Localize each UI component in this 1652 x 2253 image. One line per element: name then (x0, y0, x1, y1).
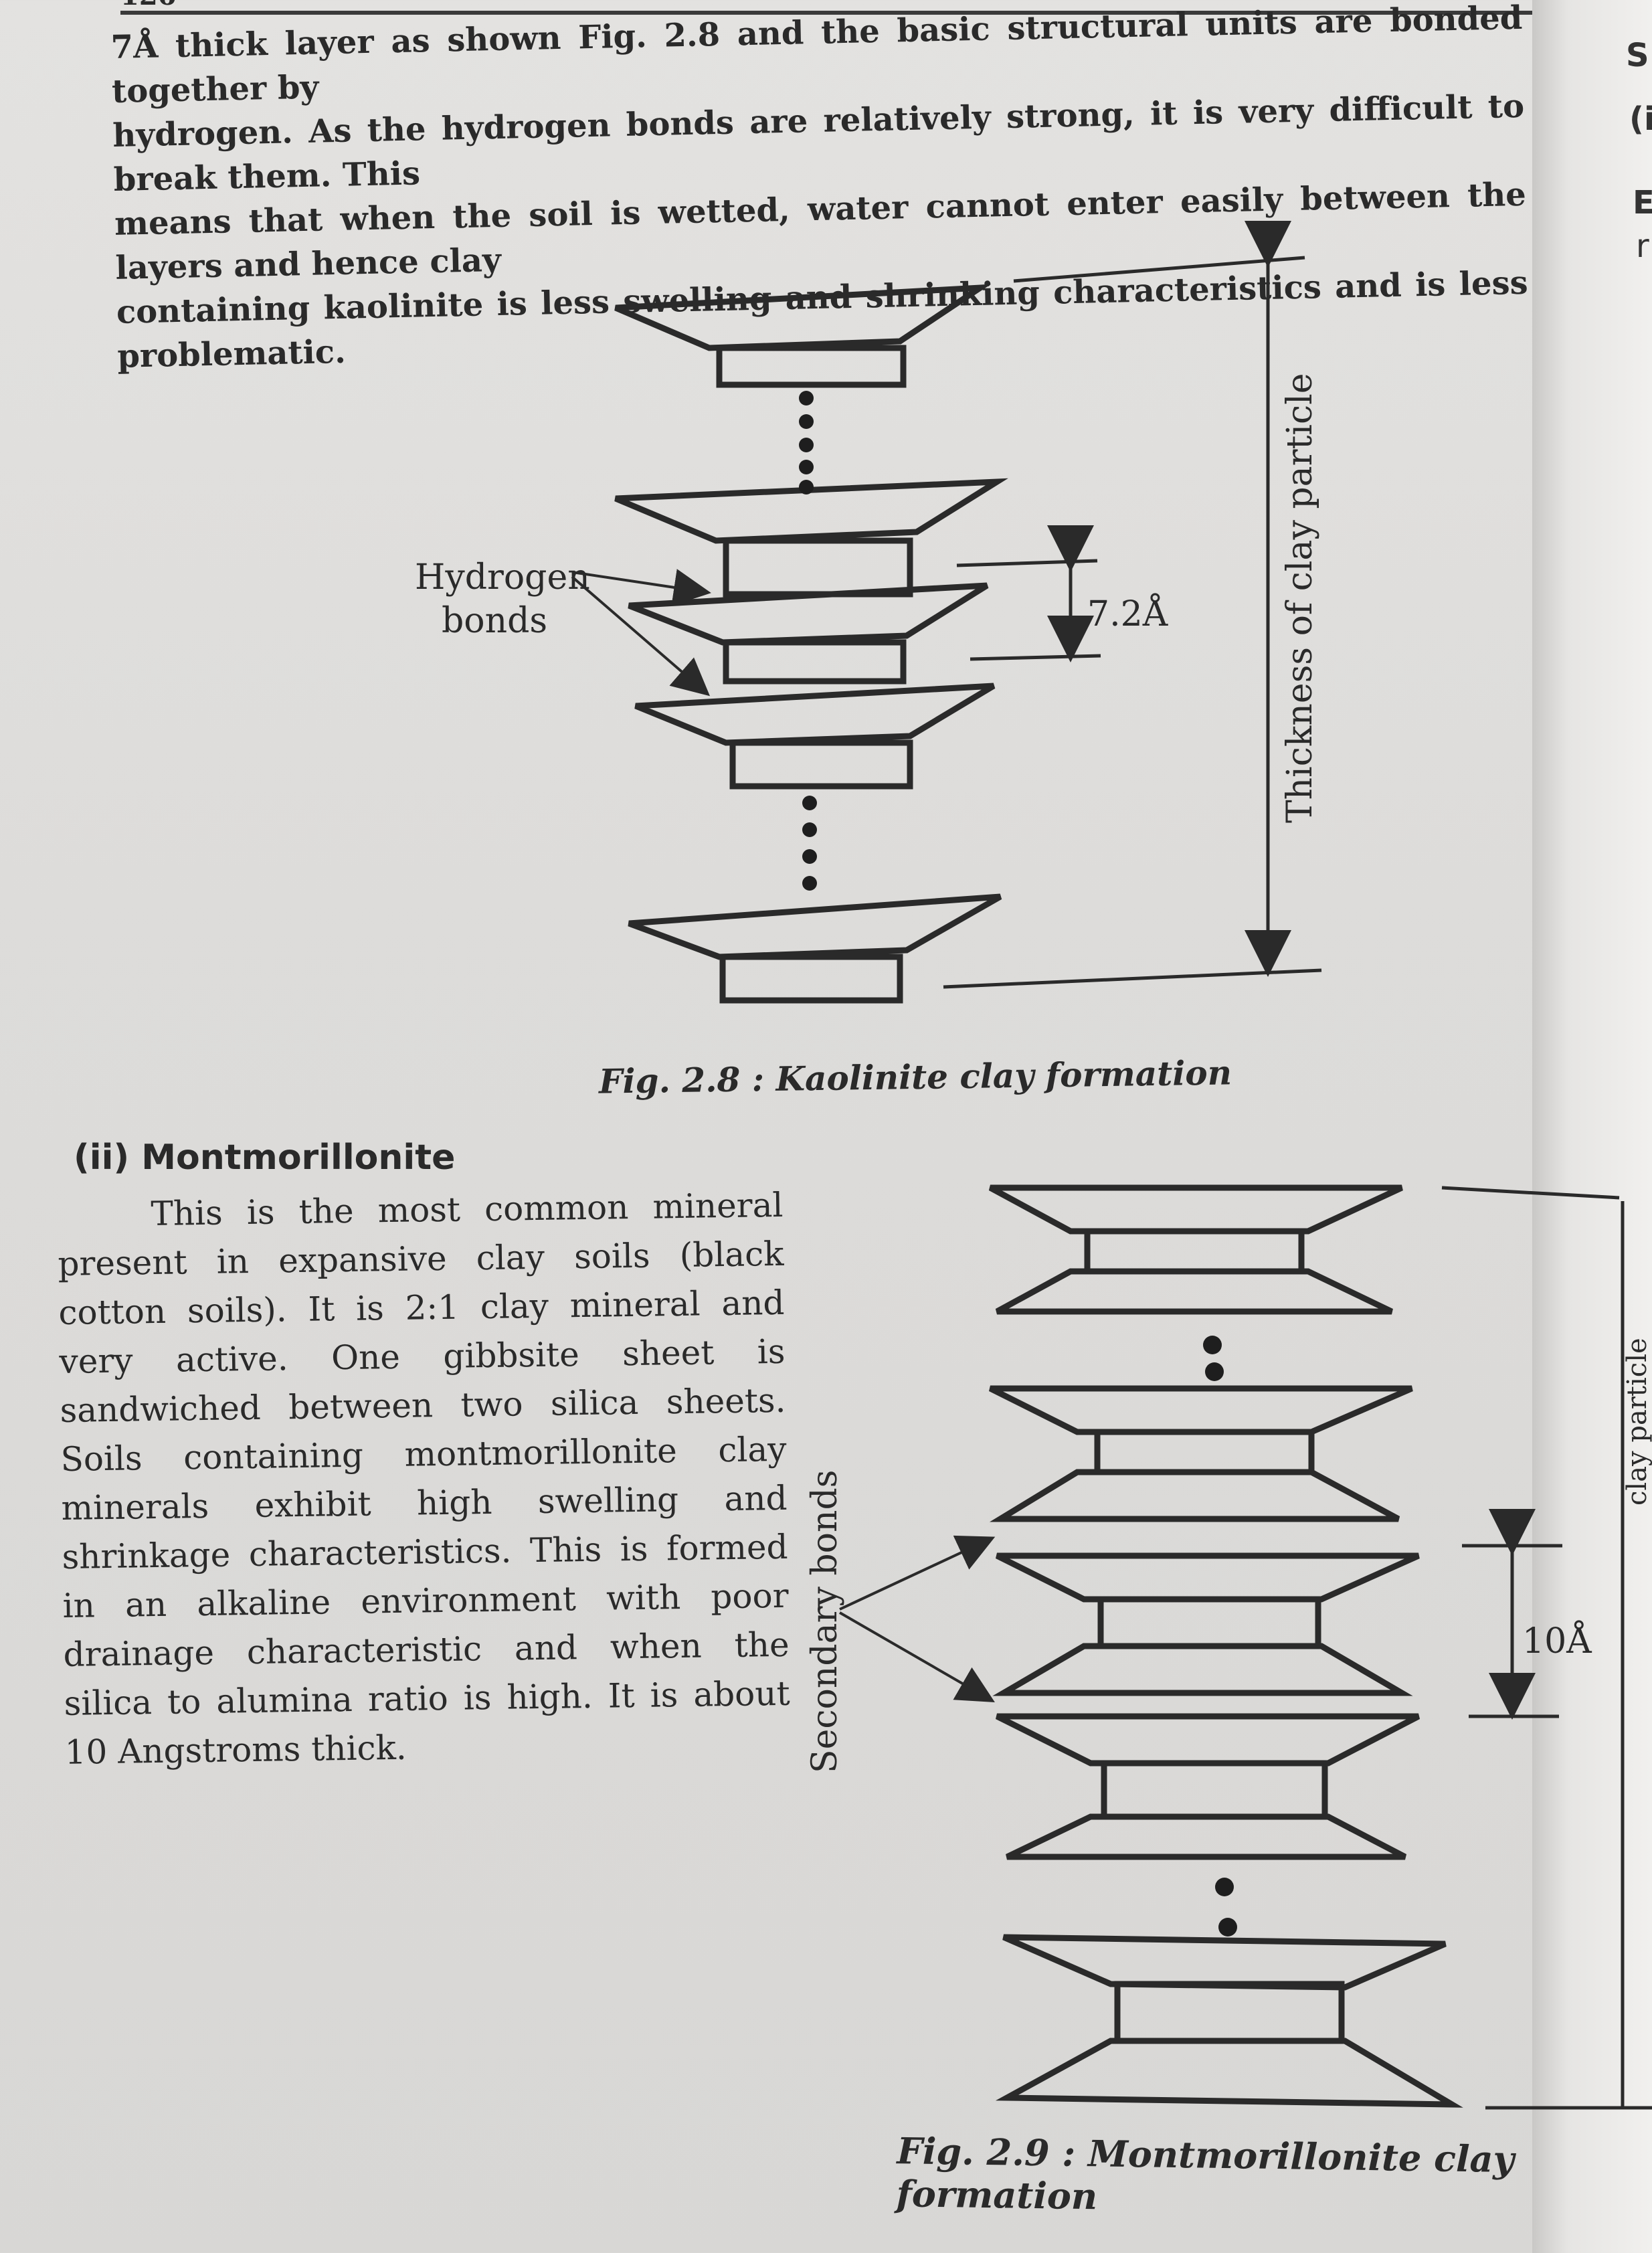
hydrogen-bonds-label-line2: bonds (442, 601, 547, 641)
montmorillonite-unit (995, 1713, 1420, 1860)
montmorillonite-unit (988, 1385, 1413, 1522)
section-body: This is the most common mineral present … (57, 1181, 791, 1777)
montmorillonite-spacing-label: 10Å (1522, 1620, 1592, 1661)
kaolinite-spacing-dimension (956, 525, 1101, 662)
montmorillonite-thickness-dimension (1441, 1186, 1652, 2110)
right-margin-fragment: E (1633, 184, 1652, 221)
secondary-bond-arrows (838, 1535, 996, 1703)
kaolinite-thickness-dimension (943, 221, 1322, 989)
montmorillonite-unit (988, 1184, 1403, 1315)
kaolinite-spacing-label: 7.2Å (1087, 593, 1169, 634)
montmorillonite-spacing-dimension (1462, 1509, 1562, 1720)
secondary-bonds-label: Secondary bonds (805, 1470, 845, 1773)
kaolinite-unit (614, 478, 1008, 598)
paragraph-indent (58, 1225, 151, 1227)
right-margin-fragment: (i (1629, 100, 1652, 138)
kaolinite-thickness-label: Thickness of clay particle (1280, 373, 1320, 823)
kaolinite-diagram (614, 284, 1008, 1004)
adjacent-page-edge (1532, 0, 1652, 2253)
montmorillonite-thickness-label: clay particle (1622, 1338, 1652, 1506)
montmorillonite-unit (995, 1934, 1463, 2108)
kaolinite-unit (628, 893, 1002, 1004)
kaolinite-unit (614, 284, 992, 388)
section-heading: (ii) Montmorillonite (74, 1138, 456, 1178)
kaolinite-ellipsis-dots (799, 391, 817, 891)
kaolinite-unit (634, 683, 996, 790)
montmorillonite-diagram (988, 1184, 1463, 2108)
header-rule (120, 11, 1532, 15)
hydrogen-bond-arrows (571, 569, 711, 697)
montmorillonite-unit (992, 1552, 1420, 1696)
right-margin-fragment: r (1636, 228, 1649, 265)
figure-2-9-caption: Fig. 2.9 : Montmorillonite clay formatio… (896, 2129, 1515, 2218)
page-number: 126 (120, 0, 177, 11)
hydrogen-bonds-label-line1: Hydrogen (415, 557, 590, 598)
right-margin-fragment: S (1626, 37, 1649, 74)
section-body-text: This is the most common mineral present … (58, 1185, 790, 1772)
montmorillonite-ellipsis-dots (1203, 1336, 1237, 1936)
kaolinite-unit (628, 582, 989, 685)
